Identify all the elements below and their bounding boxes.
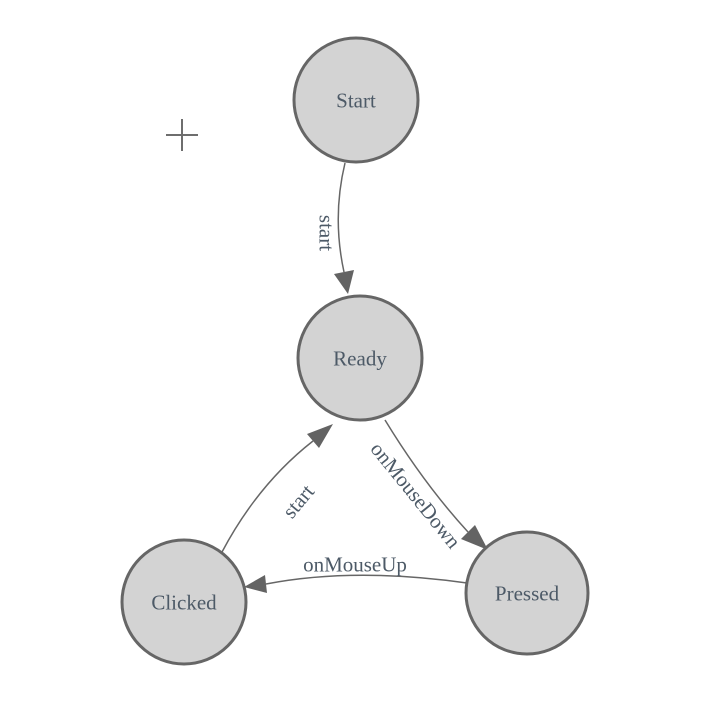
state-node-start-circle[interactable]: [292, 36, 420, 164]
state-node-start-label: Start: [336, 88, 376, 112]
state-node-clicked-label: Clicked: [151, 590, 217, 614]
state-node-clicked[interactable]: Clicked: [120, 538, 248, 666]
state-node-pressed-circle[interactable]: [464, 530, 590, 656]
edge-ready-to-pressed-line[interactable]: [384, 419, 469, 533]
edge-label-start-2[interactable]: start: [277, 480, 319, 523]
edge-pressed-to-clicked-line[interactable]: [265, 574, 468, 585]
edge-pressed-to-clicked-arrowhead-icon: [244, 575, 267, 593]
edge-clicked-to-ready-arrowhead-icon: [307, 424, 333, 448]
state-node-ready-circle[interactable]: [296, 294, 424, 422]
edge-start-to-ready-line[interactable]: [337, 162, 346, 273]
edge-start-to-ready-arrowhead-icon: [334, 270, 354, 294]
plus-crosshair-icon: [166, 119, 198, 151]
state-node-ready[interactable]: Ready: [296, 294, 424, 422]
edge-label-onmouseup[interactable]: onMouseUp: [303, 552, 407, 576]
state-node-pressed[interactable]: Pressed: [464, 530, 590, 656]
state-node-clicked-circle[interactable]: [120, 538, 248, 666]
edge-pressed-to-clicked[interactable]: onMouseUp: [244, 552, 468, 593]
state-node-start[interactable]: Start: [292, 36, 420, 164]
edge-ready-to-pressed[interactable]: onMouseDown: [366, 419, 488, 553]
edge-ready-to-pressed-arrowhead-icon: [461, 525, 488, 550]
edge-label-onmousedown[interactable]: onMouseDown: [366, 437, 466, 553]
state-node-pressed-label: Pressed: [495, 581, 560, 605]
edge-clicked-to-ready[interactable]: start: [221, 424, 333, 553]
state-node-ready-label: Ready: [333, 346, 387, 370]
edge-label-start-1[interactable]: start: [315, 215, 339, 251]
edge-start-to-ready[interactable]: start: [315, 162, 354, 294]
edge-clicked-to-ready-line[interactable]: [221, 440, 314, 553]
